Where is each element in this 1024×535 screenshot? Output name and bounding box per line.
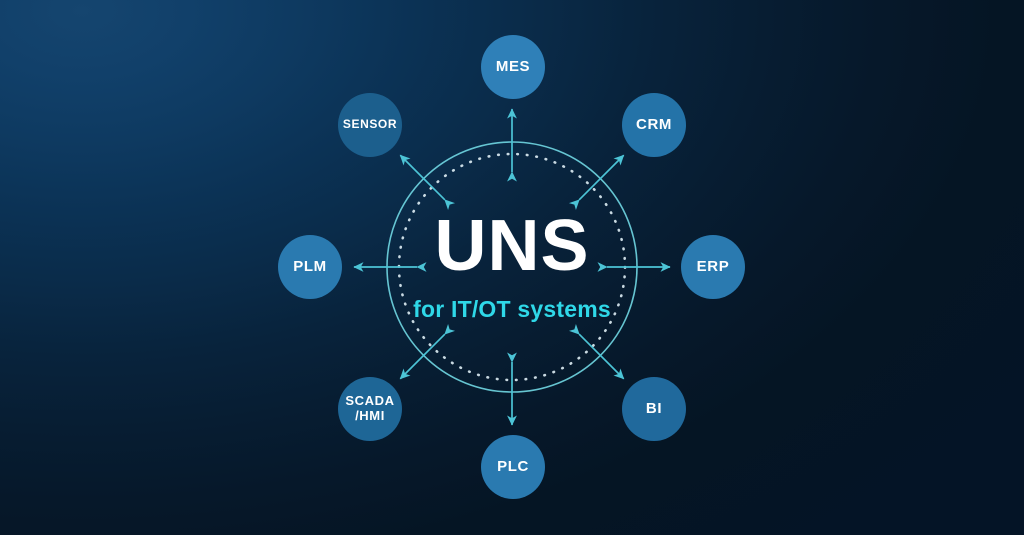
node-label-bi: BI xyxy=(645,399,663,417)
node-bi[interactable]: BI xyxy=(622,377,686,441)
bidirectional-arrow xyxy=(568,323,625,380)
node-crm[interactable]: CRM xyxy=(622,93,686,157)
node-scada-hmi[interactable]: SCADA /HMI xyxy=(338,377,402,441)
node-plm[interactable]: PLM xyxy=(278,235,342,299)
node-label-sensor: SENSOR xyxy=(342,117,398,132)
bidirectional-arrow xyxy=(399,154,456,211)
page-subtitle: for IT/OT systems xyxy=(413,296,611,322)
node-label-plm: PLM xyxy=(293,257,327,275)
node-label-plc: PLC xyxy=(497,457,529,475)
center-text-block: UNS for IT/OT systems xyxy=(0,210,1024,323)
bidirectional-arrow xyxy=(568,154,625,211)
node-mes[interactable]: MES xyxy=(481,35,545,99)
node-label-mes: MES xyxy=(495,57,531,75)
node-plc[interactable]: PLC xyxy=(481,435,545,499)
node-label-crm: CRM xyxy=(636,115,672,133)
node-erp[interactable]: ERP xyxy=(681,235,745,299)
node-label-scada-hmi: SCADA /HMI xyxy=(345,393,395,423)
bidirectional-arrow xyxy=(399,323,456,380)
node-sensor[interactable]: SENSOR xyxy=(338,93,402,157)
node-label-erp: ERP xyxy=(696,257,730,275)
page-title: UNS xyxy=(434,206,590,286)
